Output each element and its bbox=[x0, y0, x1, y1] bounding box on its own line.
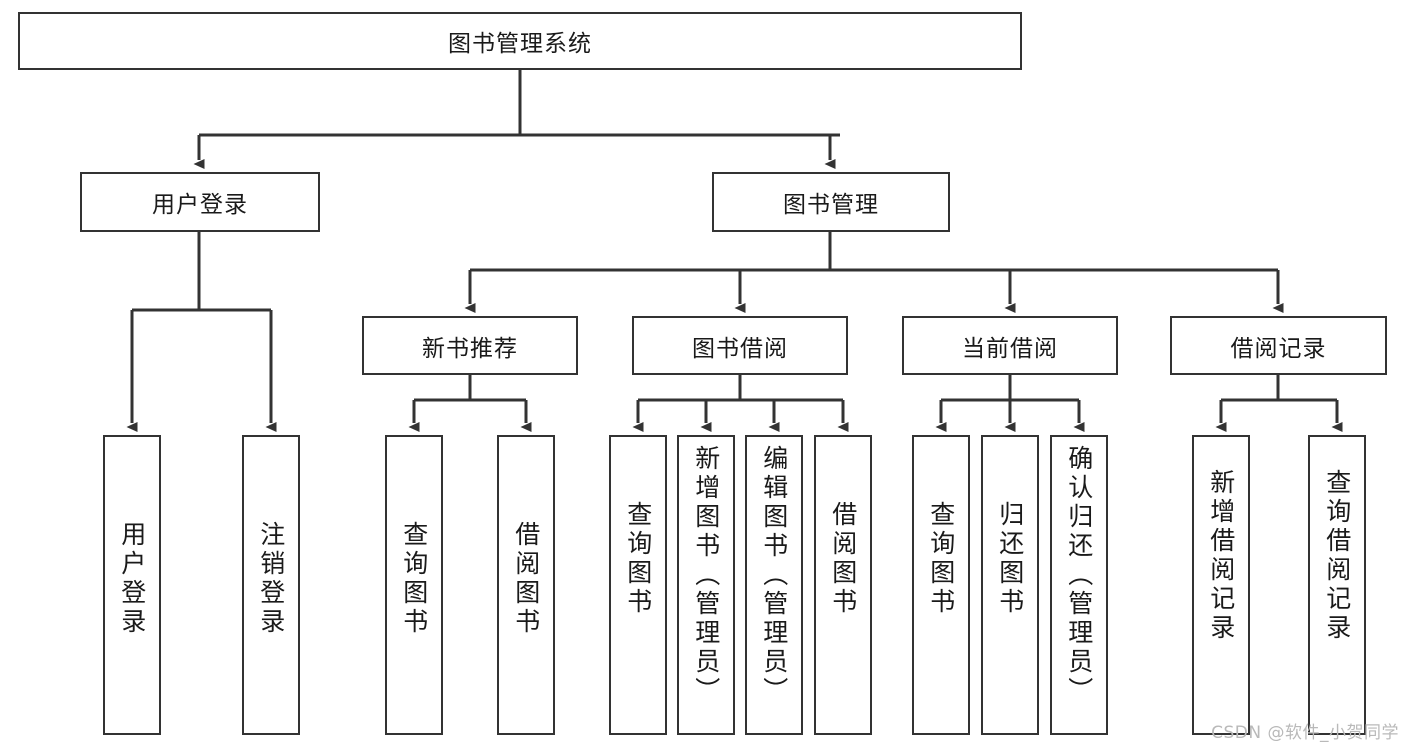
leaf-label: 查询图书 bbox=[399, 521, 429, 637]
leaf-label: 确认归还（管理员） bbox=[1064, 445, 1094, 706]
leaf-label: 注销登录 bbox=[256, 521, 286, 637]
node-current-borrow[interactable]: 当前借阅 bbox=[902, 316, 1118, 375]
leaf-label: 查询图书 bbox=[623, 501, 653, 617]
leaf-query-book-borrow[interactable]: 查询图书 bbox=[609, 435, 667, 735]
leaf-label: 借阅图书 bbox=[828, 501, 858, 617]
leaf-logout-login[interactable]: 注销登录 bbox=[242, 435, 300, 735]
leaf-label: 新增图书（管理员） bbox=[691, 445, 721, 706]
node-borrow-record[interactable]: 借阅记录 bbox=[1170, 316, 1387, 375]
node-label: 图书管理 bbox=[783, 192, 879, 218]
node-label: 当前借阅 bbox=[962, 335, 1058, 362]
watermark-text: CSDN @软件_小贺同学 bbox=[1211, 723, 1399, 743]
leaf-user-login[interactable]: 用户登录 bbox=[103, 435, 161, 735]
leaf-label: 用户登录 bbox=[117, 521, 147, 637]
leaf-query-book-current[interactable]: 查询图书 bbox=[912, 435, 970, 735]
leaf-edit-book-admin[interactable]: 编辑图书（管理员） bbox=[745, 435, 803, 735]
leaf-confirm-return-admin[interactable]: 确认归还（管理员） bbox=[1050, 435, 1108, 735]
node-root-book-management-system[interactable]: 图书管理系统 bbox=[18, 12, 1022, 70]
node-book-borrow[interactable]: 图书借阅 bbox=[632, 316, 848, 375]
leaf-label: 借阅图书 bbox=[511, 521, 541, 637]
node-new-book-recommend[interactable]: 新书推荐 bbox=[362, 316, 578, 375]
node-label: 图书借阅 bbox=[692, 335, 788, 362]
leaf-add-borrow-record[interactable]: 新增借阅记录 bbox=[1192, 435, 1250, 735]
node-label: 新书推荐 bbox=[422, 335, 518, 362]
leaf-label: 查询图书 bbox=[926, 501, 956, 617]
leaf-label: 编辑图书（管理员） bbox=[759, 445, 789, 706]
leaf-borrow-book[interactable]: 借阅图书 bbox=[814, 435, 872, 735]
node-label: 用户登录 bbox=[152, 192, 248, 218]
leaf-label: 新增借阅记录 bbox=[1206, 469, 1236, 643]
leaf-add-book-admin[interactable]: 新增图书（管理员） bbox=[677, 435, 735, 735]
node-book-management[interactable]: 图书管理 bbox=[712, 172, 950, 232]
leaf-query-borrow-record[interactable]: 查询借阅记录 bbox=[1308, 435, 1366, 735]
leaf-return-book[interactable]: 归还图书 bbox=[981, 435, 1039, 735]
leaf-query-book-recommend[interactable]: 查询图书 bbox=[385, 435, 443, 735]
node-label: 图书管理系统 bbox=[448, 31, 592, 57]
leaf-borrow-book-recommend[interactable]: 借阅图书 bbox=[497, 435, 555, 735]
leaf-label: 查询借阅记录 bbox=[1322, 469, 1352, 643]
leaf-label: 归还图书 bbox=[995, 501, 1025, 617]
node-user-login[interactable]: 用户登录 bbox=[80, 172, 320, 232]
node-label: 借阅记录 bbox=[1230, 335, 1327, 362]
